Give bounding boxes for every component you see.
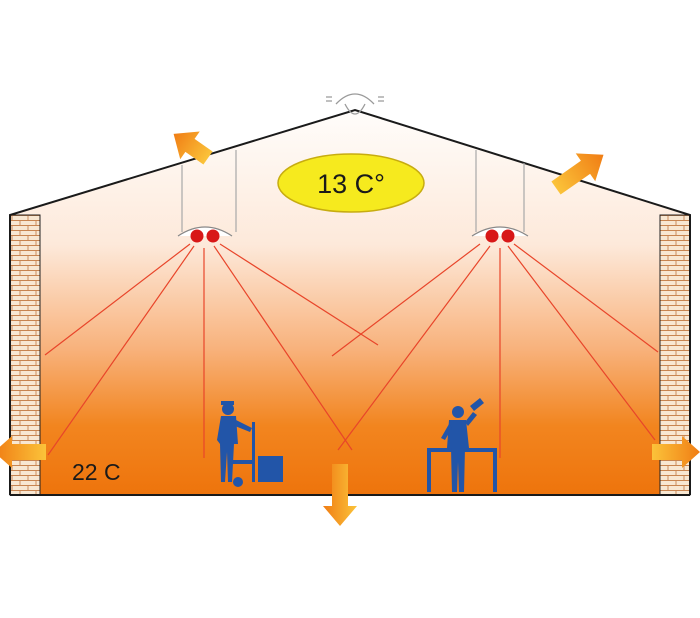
vent-icon	[326, 93, 384, 115]
infrared-heater-right	[471, 226, 529, 243]
heat-arrow-wall-left	[0, 436, 46, 468]
infrared-heater-left	[177, 226, 233, 243]
heater-hangers	[181, 150, 525, 232]
heat-arrow-roof-left	[173, 131, 213, 165]
building-outline	[9, 108, 691, 495]
heat-arrow-wall-right	[652, 436, 700, 468]
floor-temperature-label: 22 C	[72, 459, 121, 485]
worker-cart-icon	[217, 401, 283, 487]
worker-bench-icon	[427, 398, 497, 492]
ceiling-temperature-badge	[277, 153, 425, 213]
heat-arrow-floor	[323, 464, 357, 526]
heat-rays	[44, 243, 659, 458]
building-interior	[10, 110, 690, 495]
ceiling-temperature-label: 13 C°	[317, 169, 385, 199]
heat-arrow-roof-right	[551, 153, 604, 195]
